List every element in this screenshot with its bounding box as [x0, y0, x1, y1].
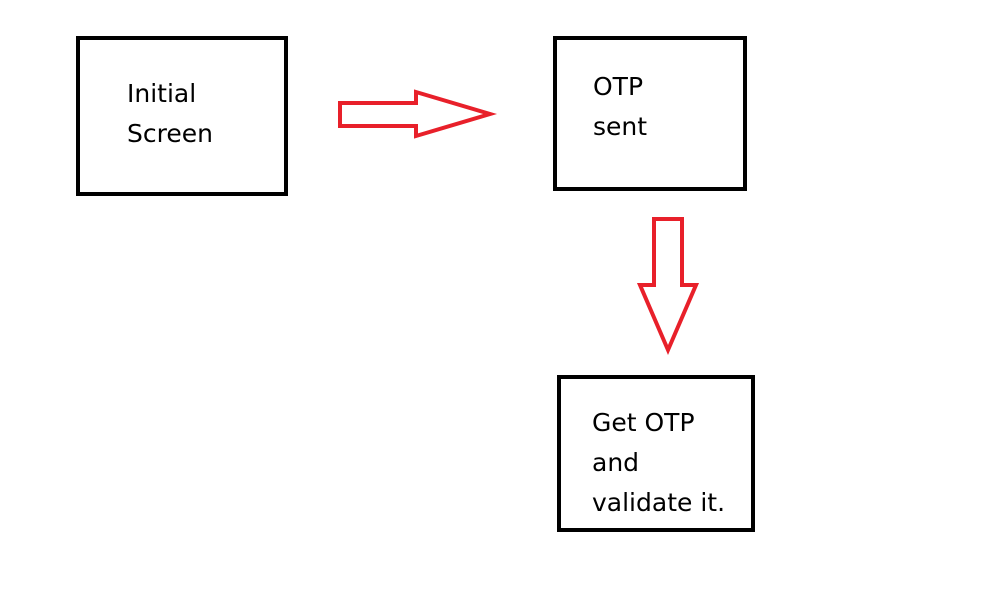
node-otp-sent-label: OTP sent: [593, 67, 647, 147]
node-otp-sent-line-1: OTP: [593, 72, 644, 101]
node-otp-sent-line-2: sent: [593, 112, 648, 141]
node-get-otp-validate-line-3: validate it.: [592, 488, 726, 517]
node-get-otp-validate-line-1: Get OTP: [592, 408, 695, 437]
node-initial-screen: Initial Screen: [76, 36, 288, 196]
node-otp-sent: OTP sent: [553, 36, 747, 191]
node-initial-screen-line-2: Screen: [127, 119, 213, 148]
node-get-otp-validate-label: Get OTP and validate it.: [592, 403, 725, 523]
node-get-otp-validate-line-2: and: [592, 448, 640, 477]
node-get-otp-validate: Get OTP and validate it.: [557, 375, 755, 532]
node-initial-screen-label: Initial Screen: [127, 74, 213, 154]
node-initial-screen-line-1: Initial: [127, 79, 197, 108]
